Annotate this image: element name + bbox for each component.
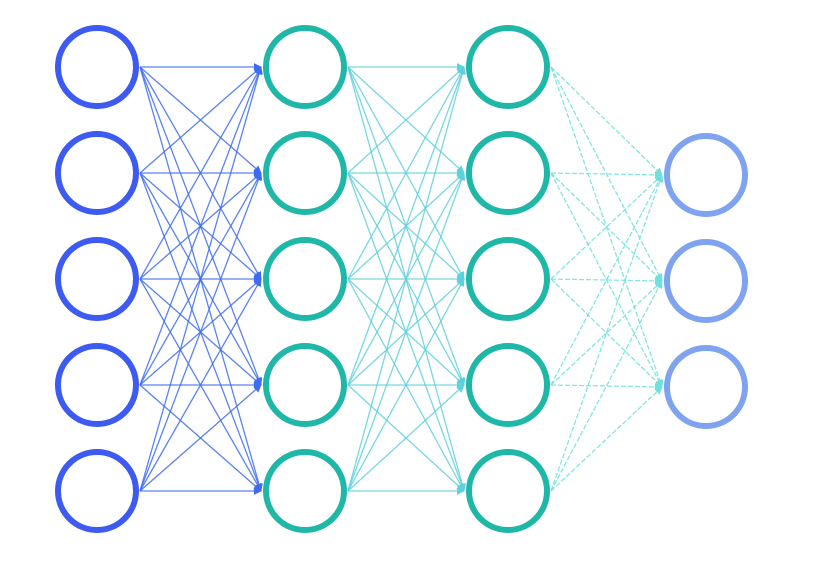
node-layer-4-2 bbox=[664, 239, 748, 323]
node-layer-3-3 bbox=[466, 237, 550, 321]
node-layer-1-1 bbox=[55, 25, 139, 109]
connection-edges bbox=[139, 63, 664, 495]
node-layer-1-4 bbox=[55, 343, 139, 427]
edge-l1-n2-to-l2-n1 bbox=[139, 66, 262, 174]
edge-l1-n5-to-l2-n3 bbox=[139, 278, 262, 492]
edge-l2-n5-to-l3-n1 bbox=[347, 66, 466, 492]
edge-l3-n3-to-l4-n1 bbox=[550, 174, 663, 280]
node-layer-2-3 bbox=[263, 237, 347, 321]
edge-l3-n2-to-l4-n3 bbox=[550, 172, 663, 388]
node-layer-3-2 bbox=[466, 131, 550, 215]
node-layer-2-1 bbox=[263, 25, 347, 109]
edge-l3-n4-to-l4-n3 bbox=[550, 382, 663, 391]
node-layer-1-3 bbox=[55, 237, 139, 321]
edge-l3-n1-to-l4-n2 bbox=[550, 66, 663, 282]
node-layer-2-2 bbox=[263, 131, 347, 215]
edge-l1-n4-to-l2-n1 bbox=[139, 66, 263, 386]
edge-l2-n4-to-l3-n1 bbox=[347, 66, 466, 386]
edge-l3-n5-to-l4-n3 bbox=[550, 386, 663, 492]
edge-l3-n1-to-l4-n1 bbox=[550, 66, 663, 176]
edge-l1-n5-to-l2-n2 bbox=[139, 172, 263, 492]
node-layer-1-2 bbox=[55, 131, 139, 215]
edge-l3-n3-to-l4-n3 bbox=[550, 278, 663, 388]
node-layer-2-4 bbox=[263, 343, 347, 427]
edge-l1-n3-to-l2-n1 bbox=[139, 66, 262, 280]
node-layer-3-1 bbox=[466, 25, 550, 109]
edge-l3-n3-to-l4-n2 bbox=[550, 276, 663, 285]
edge-l2-n3-to-l3-n1 bbox=[347, 66, 465, 280]
node-layer-3-4 bbox=[466, 343, 550, 427]
node-layer-1-5 bbox=[55, 449, 139, 533]
edge-l3-n4-to-l4-n1 bbox=[550, 174, 663, 386]
network-nodes bbox=[55, 25, 748, 533]
node-layer-4-1 bbox=[664, 133, 748, 217]
edge-l2-n5-to-l3-n3 bbox=[347, 278, 465, 492]
node-layer-3-5 bbox=[466, 449, 550, 533]
node-layer-2-5 bbox=[263, 449, 347, 533]
edge-l3-n2-to-l4-n2 bbox=[550, 172, 663, 282]
edge-l2-n5-to-l3-n2 bbox=[347, 172, 466, 492]
edge-l2-n5-to-l3-n4 bbox=[347, 384, 465, 492]
edge-l3-n4-to-l4-n2 bbox=[550, 280, 663, 386]
edge-l3-n5-to-l4-n2 bbox=[550, 280, 663, 492]
edge-l2-n2-to-l3-n1 bbox=[347, 66, 465, 174]
edge-l3-n2-to-l4-n1 bbox=[550, 170, 663, 179]
node-layer-4-3 bbox=[664, 345, 748, 429]
edge-l1-n5-to-l2-n4 bbox=[139, 384, 262, 492]
edge-l1-n5-to-l2-n1 bbox=[139, 66, 263, 492]
